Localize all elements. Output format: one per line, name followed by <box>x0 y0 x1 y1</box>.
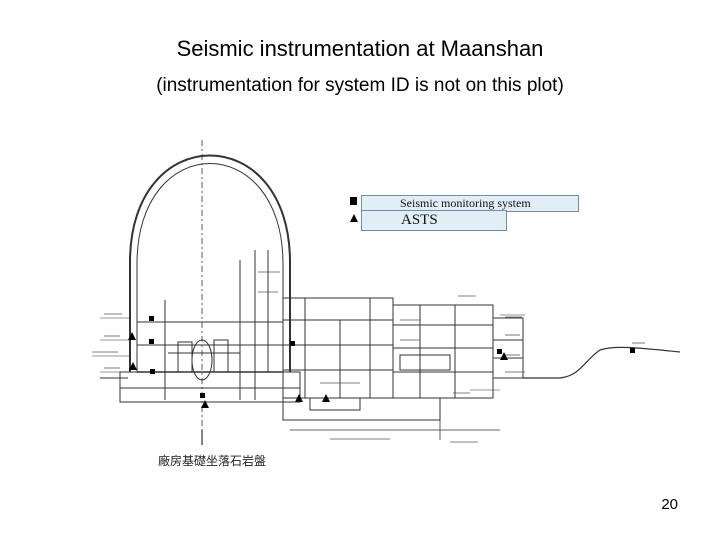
seismic-sensor-square <box>497 349 502 354</box>
seismic-sensor-square <box>149 339 154 344</box>
seismic-sensor-square <box>630 348 635 353</box>
seismic-sensor-square <box>200 393 205 398</box>
legend-label-asts: ASTS <box>401 212 438 228</box>
asts-sensor-triangle <box>129 362 137 370</box>
asts-sensor-triangle <box>128 332 136 340</box>
legend-square-marker <box>350 197 357 205</box>
containment-dome-inner <box>136 163 284 372</box>
ground-surface <box>523 346 681 379</box>
foundation-label: 廠房基礎坐落石岩盤 <box>158 454 267 468</box>
asts-sensor-triangle <box>322 394 330 402</box>
asts-sensor-triangle <box>295 394 303 402</box>
right-building <box>492 317 524 379</box>
seismic-sensor-square <box>150 369 155 374</box>
control-building <box>392 304 494 399</box>
slide-subtitle: (instrumentation for system ID is not on… <box>156 75 564 96</box>
legend-asts: ASTS <box>361 210 507 231</box>
asts-sensor-triangle <box>500 352 508 360</box>
slide-title: Seismic instrumentation at Maanshan <box>176 36 544 61</box>
seismic-sensor-square <box>149 316 154 321</box>
page-number: 20 <box>661 496 678 513</box>
legend-triangle-marker <box>350 214 358 222</box>
asts-sensor-triangle <box>201 400 209 408</box>
seismic-sensor-square <box>290 341 295 346</box>
containment-dome-outer <box>129 154 291 372</box>
legend-label-seismic: Seismic monitoring system <box>400 196 531 210</box>
